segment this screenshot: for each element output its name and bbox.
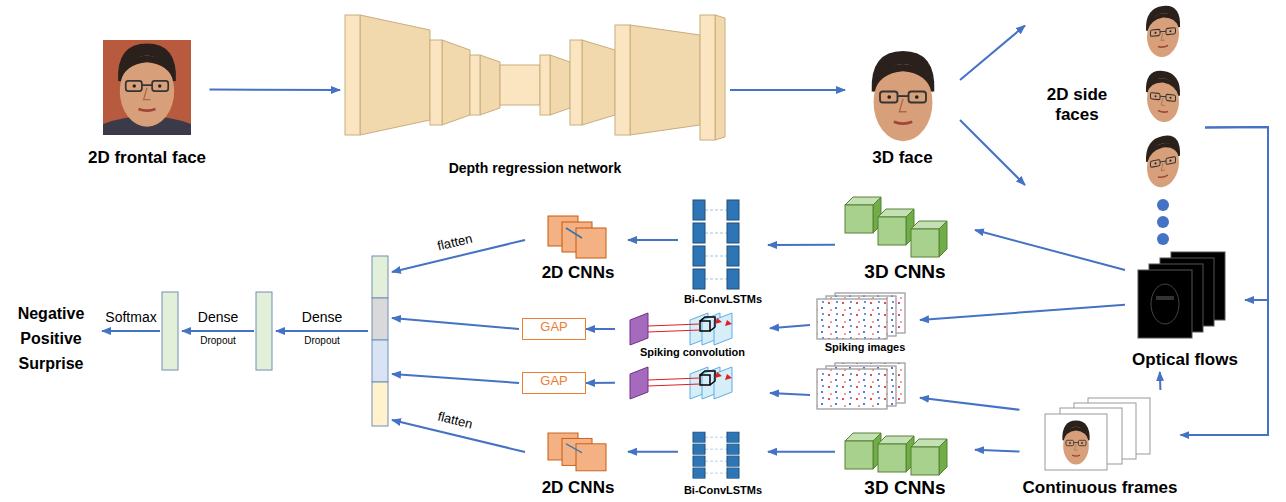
node-label: Surprise — [19, 355, 84, 373]
flow-arrow — [1181, 127, 1269, 435]
node-label: GAP — [540, 320, 567, 335]
node-label: Optical flows — [1132, 350, 1238, 370]
optical-flow-stack — [1138, 252, 1225, 338]
flow-arrow — [210, 89, 341, 91]
node-label: Bi-ConvLSTMs — [684, 484, 762, 497]
node-label: 2D frontal face — [88, 148, 206, 168]
image-group-node: 2D side faces — [1025, 0, 1205, 255]
spiking-image-stacks — [817, 293, 905, 409]
flow-arrow — [960, 26, 1025, 81]
image-stack-node: Optical flows — [1125, 245, 1245, 372]
image-node: 2D frontal face — [85, 36, 210, 170]
cnn-node: 2D CNNs — [528, 213, 628, 285]
layer-label: Dropout — [200, 335, 236, 347]
node-label: Continuous frames — [1023, 478, 1178, 498]
gap-box: GAP — [522, 372, 586, 394]
flow-arrow — [1205, 127, 1268, 300]
node-label: 2D CNNs — [542, 263, 615, 283]
gap-box: GAP — [522, 318, 586, 340]
node-label: Positive — [20, 330, 81, 348]
cnn-node: 3D CNNs — [835, 432, 975, 500]
node-label: Depth regression network — [449, 160, 622, 176]
output-classes: NegativePositiveSurprise — [2, 305, 100, 381]
node-label: 3D face — [872, 148, 932, 168]
frontal-face-photo — [103, 40, 191, 135]
image-node: 3D face — [845, 45, 960, 170]
node-label: GAP — [540, 374, 567, 389]
layer-label: Dense — [302, 309, 342, 325]
lstm-node: Bi-ConvLSTMs — [678, 198, 768, 310]
node-label: 2D CNNs — [542, 478, 615, 498]
arrow-label: flatten — [436, 232, 474, 255]
flow-arrow — [586, 328, 615, 330]
cnn-node: 2D CNNs — [528, 430, 628, 500]
cnn-node: 3D CNNs — [835, 195, 975, 287]
layer-label: Dropout — [304, 335, 340, 347]
flow-arrow — [975, 450, 1020, 452]
flow-arrow — [920, 305, 1125, 320]
flow-arrow — [730, 89, 845, 91]
flow-arrow — [628, 239, 678, 241]
flow-arrow — [975, 230, 1125, 270]
lstm-node: Bi-ConvLSTMs — [678, 430, 768, 500]
node-label: Spiking images — [825, 341, 906, 354]
3d-cnn-cubes — [845, 197, 947, 475]
image-stack-node: Continuous frames — [1020, 390, 1181, 500]
node-label: 3D CNNs — [864, 261, 945, 283]
node-label: 2D side faces — [1029, 85, 1125, 124]
depth-network — [345, 15, 725, 140]
conv-node: Spiking convolution — [615, 312, 770, 428]
flow-arrow — [628, 451, 678, 453]
side-faces — [1146, 4, 1180, 245]
arrow-label: flatten — [436, 409, 474, 432]
node-label: Negative — [18, 305, 85, 323]
feature-vectors — [162, 256, 388, 426]
flow-arrow — [768, 451, 835, 453]
node-label: Bi-ConvLSTMs — [684, 293, 762, 306]
flow-arrow — [586, 382, 615, 384]
network-node: Depth regression network — [340, 10, 730, 182]
node-label: Spiking convolution — [640, 346, 745, 359]
3d-face — [872, 51, 935, 141]
flow-arrow — [1159, 372, 1162, 390]
layout-arrows — [102, 120, 1025, 452]
node-label: 3D CNNs — [864, 477, 945, 499]
layer-label: Dense — [198, 309, 238, 325]
flow-arrow — [920, 398, 1020, 410]
flow-arrow — [768, 244, 835, 246]
image-stack-node: Spiking images — [810, 290, 920, 430]
flow-arrow — [770, 325, 810, 328]
2d-cnn-maps — [548, 216, 606, 471]
continuous-frame-stack — [1045, 398, 1150, 470]
layer-label: Softmax — [105, 309, 156, 325]
